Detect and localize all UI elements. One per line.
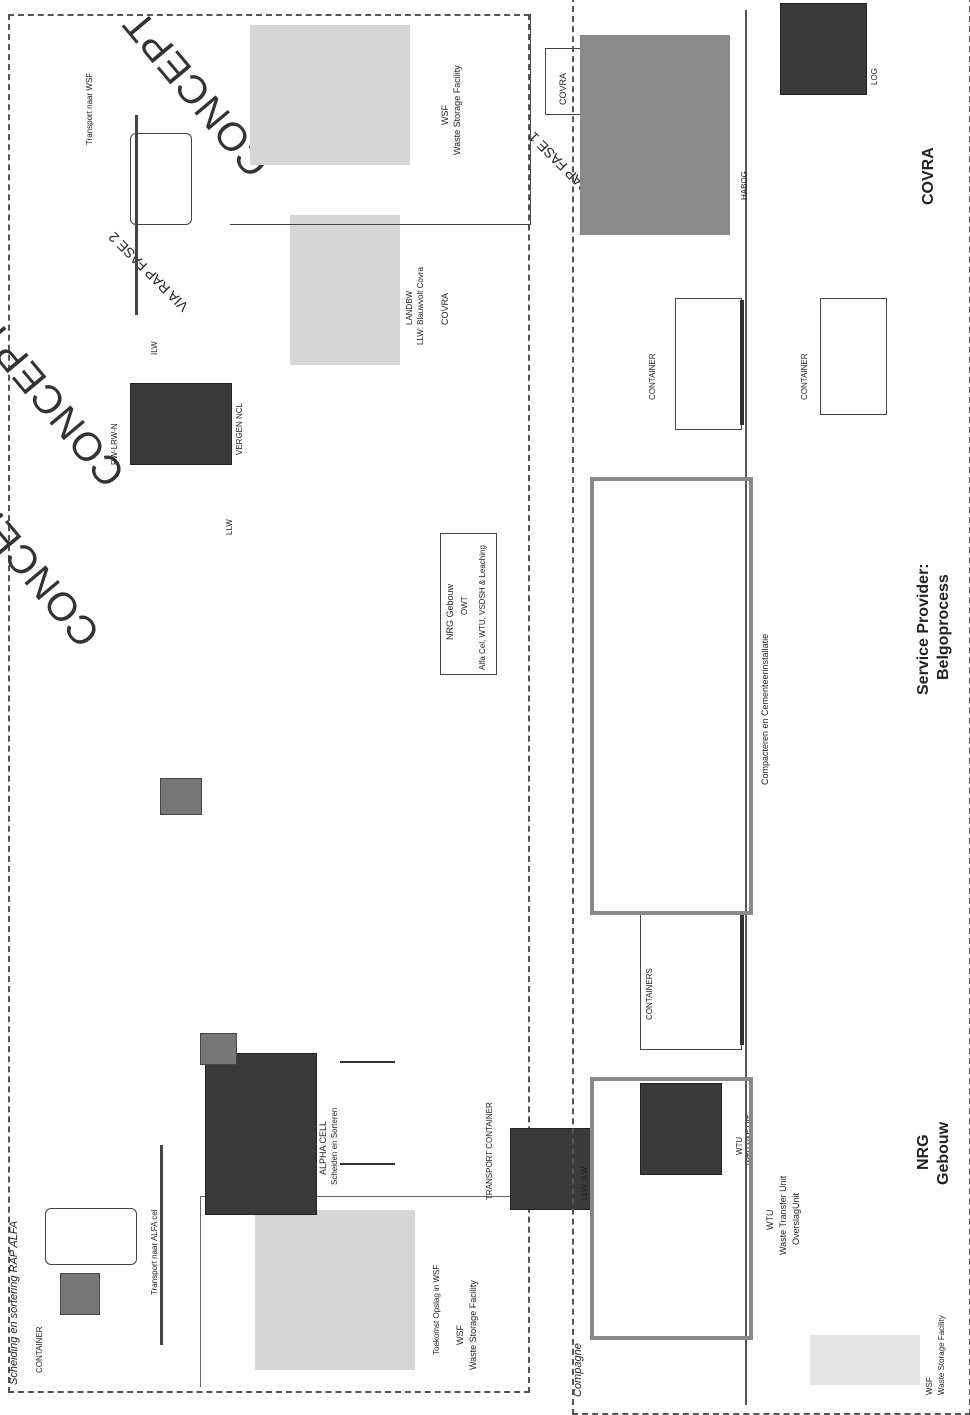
transport-wsf-label: Transport naar WSF	[85, 73, 95, 145]
vergen-image	[130, 383, 232, 465]
wsf-bottom-storage	[810, 1335, 920, 1385]
truck-bottom-3	[820, 298, 887, 415]
covra-label-top: COVRA	[440, 293, 451, 325]
alpha-cell-label: ALPHA CELL	[318, 1121, 329, 1175]
covra-big-label: COVRA	[920, 147, 938, 205]
wsf-right-title: WSF	[440, 105, 451, 125]
truck-bottom-2-bed	[740, 300, 744, 425]
transport-alfa-label: Transport naar ALFA cel	[150, 1209, 160, 1295]
wtu-subtitle-2: OverslagUnit	[791, 1193, 802, 1245]
container-right-label: CONTAINER	[800, 353, 810, 400]
truck-bottom-2	[675, 298, 742, 430]
alpha-cell-sublabel: Scheiden en Sorteren	[330, 1108, 340, 1185]
wtu-title: WTU	[765, 1210, 776, 1231]
wsf-bottom-title: WSF	[925, 1377, 935, 1395]
sorting-diagram-icon	[340, 1061, 395, 1165]
container-left-icon	[60, 1273, 100, 1315]
truck-right-icon	[130, 133, 192, 225]
landbw-image	[290, 215, 400, 365]
alpha-container-icon	[160, 778, 202, 815]
wsf-right-subtitle: Waste Storage Facility	[452, 65, 463, 155]
arrow-wsf-to-truck	[160, 1145, 163, 1345]
containers-left-label: CONTAINERS	[645, 968, 655, 1020]
wtu-building	[590, 1077, 753, 1340]
vergen-label: VERGEN NCL	[235, 403, 245, 455]
wtu-subtitle-1: Waste Transfer Unit	[778, 1176, 789, 1255]
ilw-label: ILW	[150, 341, 160, 355]
compacteren-building	[590, 477, 753, 915]
nrg-label-2: Gebouw	[935, 1122, 953, 1185]
nrg-label-1: NRG	[915, 1134, 933, 1170]
compacteren-label: Compacteren en Cementeerinstallatie	[760, 634, 771, 785]
owt-sublabel: Alfa Cel, WTU, VSDSH & Leaching	[478, 545, 488, 670]
habog-label: HABOG	[740, 171, 750, 200]
wsf-left-subtitle: Waste Storage Facility	[468, 1280, 479, 1370]
truck-left-icon	[45, 1208, 137, 1265]
top-panel-title: Scheiding en sortering RAP ALFA	[8, 1221, 20, 1385]
log-label: LOG	[870, 68, 880, 85]
wsf-right-storage	[250, 25, 410, 165]
service-provider-label-1: Service Provider:	[915, 563, 933, 695]
wsf-bottom-subtitle: Waste Storage Facility	[937, 1315, 947, 1395]
truck-bottom-1-bed	[740, 915, 744, 1045]
container-mid-label: CONTAINER	[648, 353, 658, 400]
container-left-label: CONTAINER	[35, 1326, 45, 1373]
nrg-gebouw-label: NRG Gebouw	[445, 584, 456, 640]
log-building	[780, 3, 867, 95]
wsf-left-storage	[255, 1210, 415, 1370]
truck-bottom-1	[640, 913, 742, 1050]
toekomst-label: Toekomst Opslag in WSF	[432, 1265, 442, 1355]
covra-box-label: COVRA	[558, 73, 569, 105]
bottom-panel-title: Compagne	[572, 1343, 584, 1397]
landbw-sublabel: LLW: Blauwvolt Covra	[416, 267, 426, 345]
llw-label: LLW	[225, 519, 235, 535]
rw-label: RW-LRW-N	[110, 423, 120, 465]
transport-container-label: TRANSPORT CONTAINER	[485, 1102, 495, 1200]
alpha-cell-image	[205, 1053, 317, 1215]
wtu-container-icon	[200, 1033, 237, 1065]
landbw-label: LANDBW	[405, 291, 415, 325]
owt-label: OWT	[460, 596, 470, 615]
habog-building	[580, 35, 730, 235]
wsf-left-title: WSF	[455, 1325, 466, 1345]
service-provider-label-2: Belgoprocess	[935, 574, 953, 680]
